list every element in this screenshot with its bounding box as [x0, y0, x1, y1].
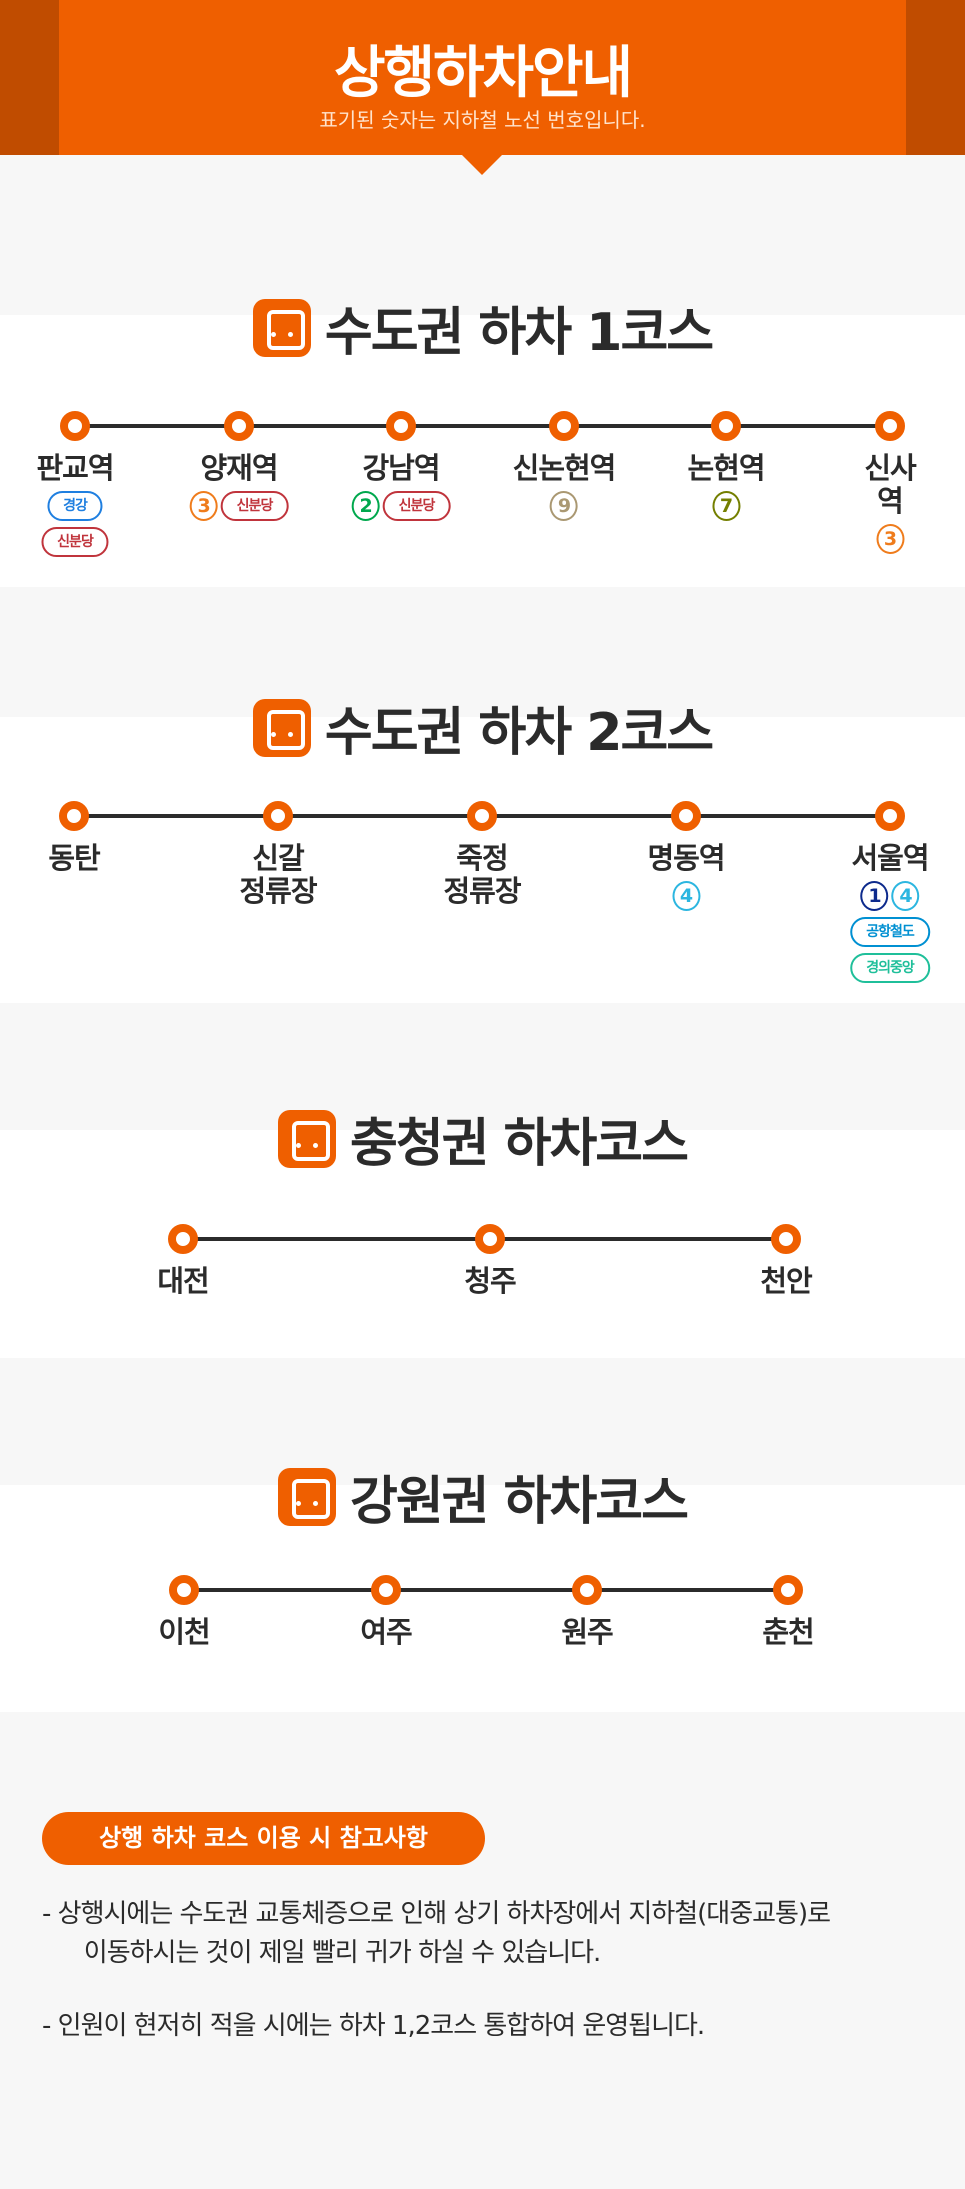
- header-arrow: [462, 155, 502, 175]
- line-name-badge: 경의중앙: [850, 953, 930, 983]
- station-node: [263, 801, 293, 831]
- station-name: 논현역: [687, 451, 765, 485]
- station-node: [371, 1575, 401, 1605]
- note-line: - 상행시에는 수도권 교통체증으로 인해 상기 하차장에서 지하철(대중교통)…: [42, 1899, 831, 1929]
- station-node: [60, 411, 90, 441]
- station: 천안: [760, 1264, 812, 1304]
- line-number-badge: 3: [876, 524, 904, 554]
- station-node: [771, 1224, 801, 1254]
- station-node: [168, 1224, 198, 1254]
- station: 동탄: [48, 841, 100, 881]
- bus-icon: [278, 1109, 336, 1168]
- station-name: 양재역: [200, 451, 278, 485]
- station-node: [875, 411, 905, 441]
- station-node: [875, 801, 905, 831]
- station-node: [467, 801, 497, 831]
- station-name: 명동역: [647, 841, 725, 875]
- station: 명동역 4: [647, 841, 726, 911]
- line-name-badge: 신분당: [382, 491, 451, 521]
- station-name: 여주: [360, 1615, 412, 1649]
- station-name: 신사역: [864, 451, 916, 518]
- station-name: 판교역: [36, 451, 114, 485]
- station-name: 원주: [561, 1615, 613, 1649]
- line-number-badge: 4: [891, 881, 920, 911]
- course-title-text: 수도권 하차 2코스: [324, 703, 714, 763]
- route-line: [75, 424, 890, 428]
- course-2-panel: [0, 717, 965, 1003]
- course-title-text: 수도권 하차 1코스: [324, 303, 714, 363]
- line-name-badge: 신분당: [220, 491, 289, 521]
- station-name: 죽정 정류장: [443, 841, 521, 908]
- course-title: 수도권 하차 1코스: [0, 290, 965, 365]
- station-name: 청주: [464, 1264, 516, 1298]
- station: 이천: [158, 1615, 210, 1655]
- station-node: [224, 411, 254, 441]
- line-name-badge: 공항철도: [850, 917, 930, 947]
- station-name: 강남역: [362, 451, 440, 485]
- station: 신갈 정류장: [239, 841, 317, 914]
- page-title: 상행하차안내: [333, 41, 633, 106]
- station-name: 천안: [760, 1264, 812, 1298]
- course-title: 충청권 하차코스: [0, 1101, 965, 1176]
- station-node: [169, 1575, 199, 1605]
- note-line: 이동하시는 것이 제일 빨리 귀가 하실 수 있습니다.: [62, 1938, 602, 1968]
- course-title-text: 강원권 하차코스: [350, 1472, 689, 1532]
- station: 죽정 정류장: [443, 841, 521, 914]
- notes-title: 상행 하차 코스 이용 시 참고사항: [42, 1812, 485, 1865]
- station: 춘천: [762, 1615, 814, 1655]
- station: 대전: [157, 1264, 209, 1304]
- station-name: 서울역: [851, 841, 929, 875]
- station: 청주: [464, 1264, 516, 1304]
- course-4-panel: [0, 1485, 965, 1712]
- note-line: - 인원이 현저히 적을 시에는 하차 1,2코스 통합하여 운영됩니다.: [42, 2011, 705, 2041]
- station-node: [671, 801, 701, 831]
- course-title: 수도권 하차 2코스: [0, 690, 965, 765]
- station-name: 춘천: [762, 1615, 814, 1649]
- station-name: 신논현역: [512, 451, 617, 485]
- station-name: 동탄: [48, 841, 100, 875]
- station-node: [773, 1575, 803, 1605]
- station: 논현역 7: [687, 451, 766, 521]
- station-node: [711, 411, 741, 441]
- station: 신사역 3: [853, 452, 928, 554]
- header: 상행하차안내 표기된 숫자는 지하철 노선 번호입니다.: [0, 0, 965, 155]
- station-node: [572, 1575, 602, 1605]
- bus-icon: [252, 698, 311, 757]
- line-number-badge: 7: [711, 491, 740, 521]
- line-name-badge: 경강: [47, 491, 103, 521]
- station-node: [386, 411, 416, 441]
- line-number-badge: 1: [860, 881, 889, 911]
- station: 신논현역 9: [513, 452, 616, 521]
- line-name-badge: 신분당: [41, 527, 109, 557]
- course-title-text: 충청권 하차코스: [350, 1114, 689, 1174]
- page-subtitle: 표기된 숫자는 지하철 노선 번호입니다.: [319, 108, 646, 132]
- course-1-panel: [0, 315, 965, 587]
- station-name: 대전: [157, 1264, 209, 1298]
- station-node: [475, 1224, 505, 1254]
- bus-icon: [278, 1467, 336, 1526]
- station-node: [549, 411, 579, 441]
- line-number-badge: 3: [189, 491, 218, 521]
- header-band-left: [0, 0, 59, 155]
- route-line: [184, 1588, 788, 1592]
- line-number-badge: 9: [549, 491, 578, 521]
- station-node: [59, 801, 89, 831]
- station: 원주: [561, 1615, 613, 1655]
- line-number-badge: 4: [671, 881, 700, 911]
- line-number-badge: 2: [351, 491, 380, 521]
- bus-icon: [252, 298, 311, 357]
- station-name: 신갈 정류장: [239, 841, 317, 908]
- header-band-right: [906, 0, 965, 155]
- station: 여주: [360, 1615, 412, 1655]
- station-name: 이천: [158, 1615, 210, 1649]
- course-title: 강원권 하차코스: [0, 1459, 965, 1534]
